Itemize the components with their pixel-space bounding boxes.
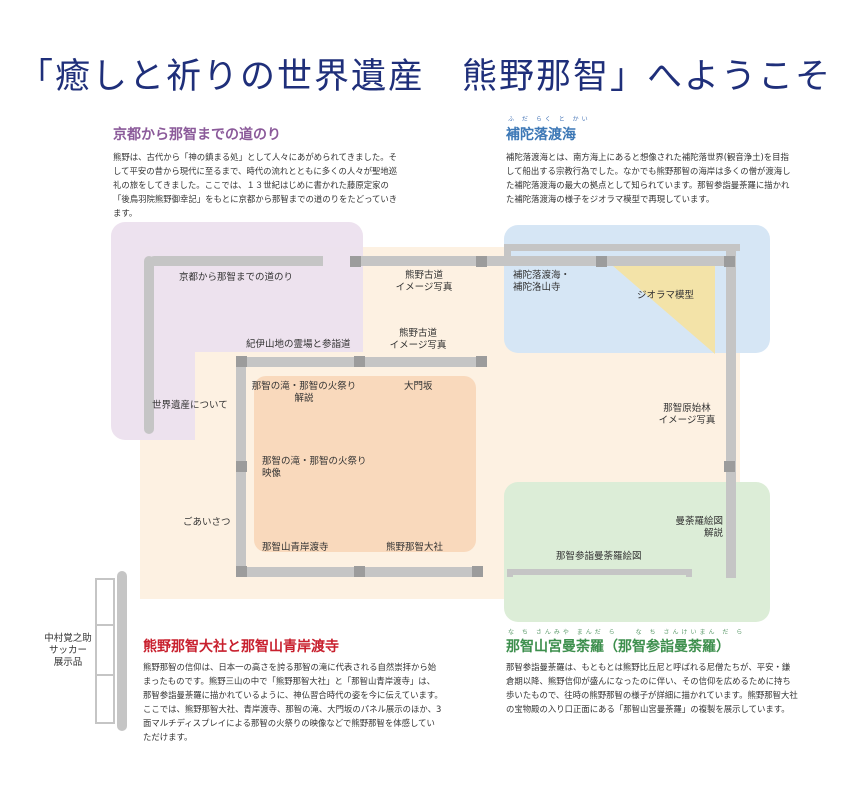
taisha-heading: 熊野那智大社と那智山青岸渡寺 — [143, 639, 339, 655]
node — [350, 256, 361, 267]
wall-mandala-right — [686, 569, 692, 577]
kyoto-route-heading: 京都から那智までの道のり — [113, 127, 281, 143]
label-nakamura: 中村覚之助 サッカー 展示品 — [44, 633, 92, 668]
wall-kyoto-left — [144, 256, 154, 434]
kyoto-route-text: 熊野は、古代から「神の鎮まる処」として人々にあがめられてきました。そして平安の昔… — [113, 152, 398, 218]
node — [354, 566, 365, 577]
node — [354, 356, 365, 367]
node — [236, 461, 247, 472]
label-primeval-forest: 那智原始林 イメージ写真 — [658, 403, 716, 426]
green-zone — [504, 482, 770, 622]
label-mandala-desc: 曼荼羅絵図 解説 — [675, 516, 723, 539]
wall-mandala-bottom — [507, 569, 692, 575]
label-waterfall-video: 那智の滝・那智の火祭り 映像 — [262, 456, 367, 479]
node — [476, 356, 487, 367]
node — [476, 256, 487, 267]
label-fudaraku-temple: 補陀落渡海・ 補陀洛山寺 — [513, 270, 571, 293]
nakamura-divider — [95, 624, 115, 626]
wall-blue-left — [504, 244, 511, 266]
taisha-text: 熊野那智の信仰は、日本一の高さを誇る那智の滝に代表される自然崇拝から始まったもの… — [143, 662, 443, 742]
label-mandala-picture: 那智参詣曼荼羅絵図 — [556, 551, 642, 562]
wall-top — [351, 256, 734, 266]
fudaraku-ruby: ふ だ らく と かい — [508, 116, 591, 123]
node — [724, 461, 735, 472]
inner-room — [254, 376, 476, 552]
node — [472, 566, 483, 577]
fudaraku-heading: 補陀落渡海 — [506, 127, 576, 143]
node — [596, 256, 607, 267]
label-daimonzaka: 大門坂 — [404, 381, 433, 392]
node — [724, 256, 735, 267]
wall-kyoto-top — [149, 256, 323, 266]
wall-mandala-left — [507, 569, 513, 577]
wall-right — [726, 248, 736, 578]
label-taisha: 熊野那智大社 — [386, 542, 444, 553]
label-seigantoji: 那智山青岸渡寺 — [262, 542, 329, 553]
nakamura-wall — [117, 571, 127, 731]
label-kumano-photo-1: 熊野古道 イメージ写真 — [395, 270, 453, 293]
wall-blue-top — [504, 244, 740, 251]
fudaraku-text: 補陀落渡海とは、南方海上にあると想像された補陀落世界(観音浄土)を目指して船出す… — [506, 152, 791, 204]
label-kumano-photo-2: 熊野古道 イメージ写真 — [389, 328, 447, 351]
nakamura-divider — [95, 674, 115, 676]
node — [236, 566, 247, 577]
label-kii-sacred: 紀伊山地の霊場と参詣道 — [246, 339, 351, 350]
mandala-ruby: な ち さんみや まんだ ら な ち さんけいまん だ ら — [508, 629, 746, 636]
label-waterfall-panel: 那智の滝・那智の火祭り 解説 — [251, 381, 357, 404]
node — [236, 356, 247, 367]
mandala-heading: 那智山宮曼荼羅（那智参詣曼荼羅） — [506, 639, 730, 655]
label-diorama: ジオラマ模型 — [637, 290, 695, 301]
label-world-heritage: 世界遺産について — [152, 400, 228, 411]
page-title: 「癒しと祈りの世界遺産 熊野那智」へようこそ — [17, 57, 832, 97]
nakamura-case — [95, 578, 115, 724]
label-kyoto-road: 京都から那智までの道のり — [179, 272, 294, 283]
diorama-shape — [613, 266, 715, 354]
label-greeting: ごあいさつ — [183, 517, 231, 528]
mandala-text: 那智参詣曼荼羅は、もともとは熊野比丘尼と呼ばれる尼僧たちが、平安・鎌倉期以降、熊… — [506, 662, 798, 714]
